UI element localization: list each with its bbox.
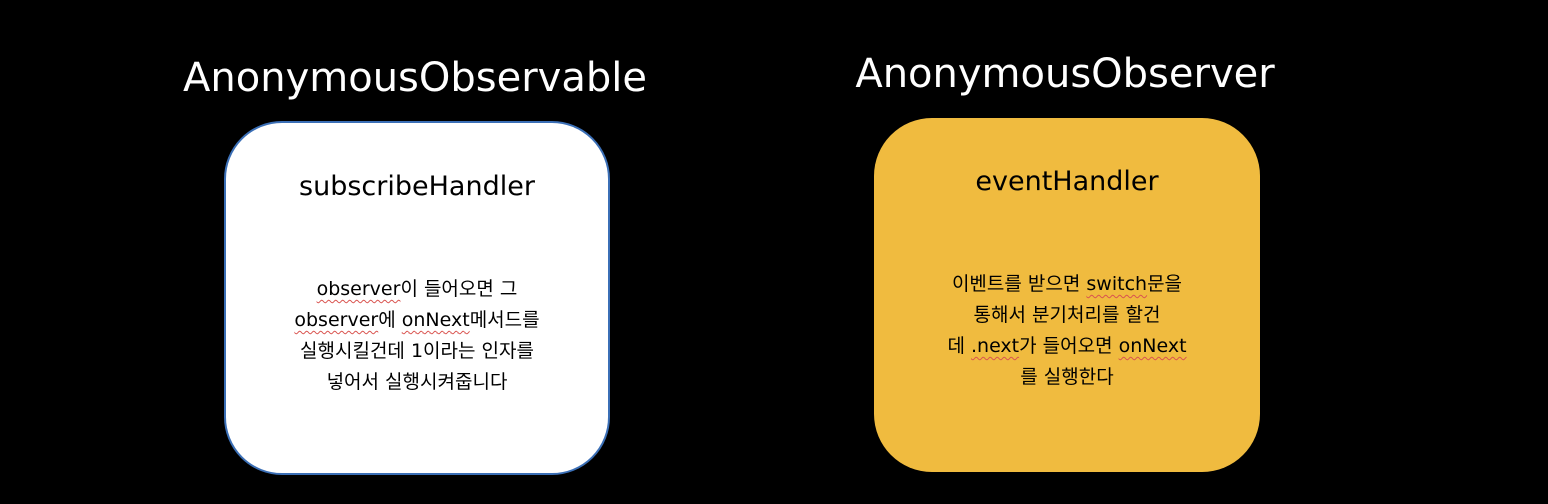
text-segment: 이벤트를 받으면 xyxy=(951,273,1087,295)
text-segment: 문을 xyxy=(1147,273,1183,295)
spellcheck-word: switch xyxy=(1086,273,1148,295)
text-segment: 를 실행한다 xyxy=(1020,366,1114,388)
event-handler-label: eventHandler xyxy=(975,166,1159,197)
spellcheck-word: onNext xyxy=(401,309,470,331)
observer-desc-line-3: 데 .next가 들어오면 onNext xyxy=(874,331,1260,362)
observable-desc-line-3: 실행시킬건데 1이라는 인자를 xyxy=(226,336,608,367)
observer-desc-line-2: 통해서 분기처리를 할건 xyxy=(874,300,1260,331)
spellcheck-word: onNext xyxy=(1118,335,1187,357)
anonymous-observable-title: AnonymousObservable xyxy=(183,55,647,101)
text-segment: 이 들어오면 그 xyxy=(400,278,518,300)
text-segment: 실행시킬건데 1이라는 인자를 xyxy=(300,340,534,362)
subscribe-handler-label: subscribeHandler xyxy=(299,171,535,202)
text-segment: 통해서 분기처리를 할건 xyxy=(973,304,1161,326)
observer-desc-line-1: 이벤트를 받으면 switch문을 xyxy=(874,269,1260,300)
observable-desc-line-1: observer이 들어오면 그 xyxy=(226,274,608,305)
text-segment: 넣어서 실행시켜줍니다 xyxy=(326,371,508,393)
anonymous-observer-title: AnonymousObserver xyxy=(855,51,1275,97)
text-segment: 데 xyxy=(947,335,971,357)
anonymous-observable-box: subscribeHandler observer이 들어오면 그 observ… xyxy=(224,121,610,475)
text-segment: 가 들어오면 xyxy=(1019,335,1119,357)
spellcheck-word: observer xyxy=(294,309,379,331)
text-segment: 에 xyxy=(378,309,402,331)
anonymous-observer-box: eventHandler 이벤트를 받으면 switch문을 통해서 분기처리를… xyxy=(874,118,1260,472)
observable-desc-line-2: observer에 onNext메서드를 xyxy=(226,305,608,336)
observer-desc-line-4: 를 실행한다 xyxy=(874,362,1260,393)
text-segment: 메서드를 xyxy=(469,309,540,331)
observable-desc-line-4: 넣어서 실행시켜줍니다 xyxy=(226,367,608,398)
spellcheck-word: observer xyxy=(316,278,401,300)
observer-description: 이벤트를 받으면 switch문을 통해서 분기처리를 할건 데 .next가 … xyxy=(874,269,1260,393)
spellcheck-word: .next xyxy=(970,335,1020,357)
observable-description: observer이 들어오면 그 observer에 onNext메서드를 실행… xyxy=(226,274,608,398)
